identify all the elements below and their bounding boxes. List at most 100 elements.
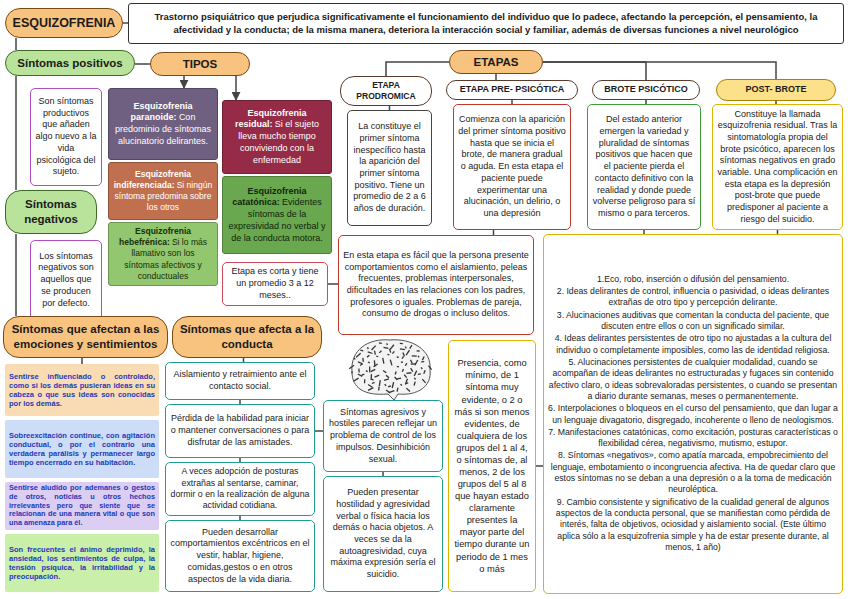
type-box: Esquizofrenia residual:Si el sujeto llev…: [222, 100, 332, 174]
node-text: ETAPA PRODROMICA: [345, 80, 427, 102]
connector: [315, 430, 323, 432]
text-holder: Esquizofrenia indiferenciada:Si ningún s…: [113, 169, 213, 213]
text-holder: Son frecuentes el ánimo deprimido, la an…: [9, 545, 155, 581]
brain-texture: [402, 369, 404, 372]
node-text: Los síntomas negativos son aquellos que …: [35, 251, 97, 309]
brain-texture: [378, 386, 380, 390]
brain-texture: [421, 367, 423, 369]
brain-texture: [422, 379, 426, 384]
text-box: Pueden presentar hostilidad y agresivida…: [323, 476, 443, 592]
brain-texture: [360, 349, 363, 351]
brain-texture: [392, 382, 395, 388]
text-holder: Sobreexcitación continue, con agitación …: [9, 431, 155, 467]
node-text: POST- BROTE: [721, 84, 831, 96]
text-holder: Síntomas que afecta a la conducta: [177, 322, 317, 352]
text-holder: TIPOS: [155, 57, 245, 72]
brain-figure: [349, 340, 432, 400]
text-holder: Trastorno psiquiátrico que perjudica sig…: [133, 11, 839, 36]
criteria-item: 1.Eco, robo, inserción o difusión del pe…: [548, 274, 838, 285]
text-holder: Pueden presentar hostilidad y agresivida…: [328, 487, 438, 581]
connector: [15, 234, 17, 316]
text-box: Pueden desarrollar comportamientos excén…: [165, 520, 315, 592]
text-box: Son síntomas productivos que añaden algo…: [30, 88, 102, 186]
brain-texture: [374, 360, 376, 366]
text-box: Los síntomas negativos son aquellos que …: [30, 240, 102, 320]
brain-texture: [410, 360, 413, 364]
text-box: 1.Eco, robo, inserción o difusión del pe…: [543, 234, 843, 594]
connector: [543, 62, 646, 80]
brain-texture: [396, 378, 401, 380]
brain-texture: [358, 373, 363, 376]
text-holder: Pérdida de la habilidad para iniciar o m…: [170, 413, 310, 448]
brain-texture: [356, 353, 361, 358]
node-text: Sentirse aludido por ademanes o gestos d…: [9, 484, 155, 528]
brain-texture: [417, 355, 419, 357]
text-holder: ETAPA PRODROMICA: [345, 80, 427, 102]
text-box: Síntomas agresivos y hostiles parecen re…: [323, 400, 443, 472]
text-box: La constituye el primer síntoma inespecí…: [347, 110, 432, 226]
stage-pill: ETAPA PRODROMICA: [340, 76, 432, 106]
brain-texture: [414, 378, 416, 380]
brain-texture: [402, 352, 405, 356]
node-text: ETAPA PRE- PSICÓTICA: [451, 84, 573, 96]
brain-texture: [382, 358, 384, 364]
node-text: Sobreexcitación continue, con agitación …: [9, 431, 155, 467]
text-holder: Presencia, como mínimo, de 1 síntoma muy…: [453, 357, 531, 574]
brain-texture: [388, 385, 391, 387]
text-holder: ETAPA PRE- PSICÓTICA: [451, 84, 573, 96]
brain-texture: [406, 388, 411, 392]
criteria-item: 3. Alucinaciones auditivas que comentan …: [548, 310, 838, 333]
brain-texture: [414, 360, 418, 366]
brain-texture: [414, 370, 418, 376]
brain-texture: [409, 345, 412, 349]
node-text: Síntomas positivos: [10, 56, 130, 71]
text-holder: Síntomas que afectan a las emociones y s…: [8, 322, 163, 352]
text-box: En esta etapa es fácil que la persona pr…: [338, 235, 534, 335]
text-box: Etapa es corta y tiene un promedio 3 a 1…: [222, 262, 328, 306]
text-holder: ESQUIZOFRENIA: [10, 15, 118, 31]
text-box: Presencia, como mínimo, de 1 síntoma muy…: [448, 340, 536, 592]
text-holder: ETAPAS: [454, 55, 538, 70]
connector: [386, 62, 449, 76]
brain-outline: [352, 340, 430, 400]
text-holder: Síntomas negativos: [10, 197, 92, 227]
connector: [135, 63, 150, 65]
node-text: Aislamiento y retraimiento ante el conta…: [170, 369, 310, 392]
criteria-item: 5. Alucinaciones persistentes de cualqui…: [548, 357, 838, 402]
brain-texture: [413, 381, 415, 385]
symptom-box: Sentirse aludido por ademanes o gestos d…: [5, 482, 159, 530]
text-holder: Del estado anterior emergen la variedad …: [592, 114, 696, 219]
text-holder: POST- BROTE: [721, 84, 831, 96]
node-text: Etapa es corta y tiene un promedio 3 a 1…: [227, 266, 323, 301]
node-text: Síntomas agresivos y hostiles parecen re…: [328, 407, 438, 465]
brain-texture: [386, 375, 390, 379]
brain-texture: [397, 356, 399, 358]
node-text: TIPOS: [155, 57, 245, 72]
type-box: Esquizofrenia paranoide:Con predominio d…: [108, 88, 218, 160]
criteria-item: 2. Ideas delirantes de control, influenc…: [548, 286, 838, 309]
brain-texture: [371, 379, 373, 381]
topic-pill: Síntomas positivos: [5, 50, 135, 76]
type-box: Esquizofrenia hebefrénica:Si lo más llam…: [108, 222, 218, 286]
text-box: Pérdida de la habilidad para iniciar o m…: [165, 404, 315, 458]
node-text: Síntomas negativos: [10, 197, 92, 227]
brain-texture: [383, 347, 388, 349]
topic-pill: TIPOS: [150, 52, 250, 76]
brain-texture: [370, 369, 375, 372]
text-holder: Constituye la llamada esquizofrenia resi…: [717, 109, 838, 226]
brain-texture: [405, 382, 408, 384]
brain-texture: [362, 358, 364, 362]
brain-texture: [400, 348, 405, 350]
brain-texture: [428, 365, 432, 370]
node-text: Son síntomas productivos que añaden algo…: [35, 96, 97, 178]
node-text: ESQUIZOFRENIA: [10, 15, 118, 31]
brain-texture: [368, 387, 374, 391]
brain-texture: [384, 378, 389, 381]
brain-texture: [349, 365, 355, 370]
brain-texture: [379, 350, 382, 353]
node-text: Presencia, como mínimo, de 1 síntoma muy…: [453, 357, 531, 574]
criteria-item: 9. Cambio consistente y significativo de…: [548, 497, 838, 554]
text-box: Aislamiento y retraimiento ante el conta…: [165, 362, 315, 400]
brain-texture: [422, 356, 425, 360]
